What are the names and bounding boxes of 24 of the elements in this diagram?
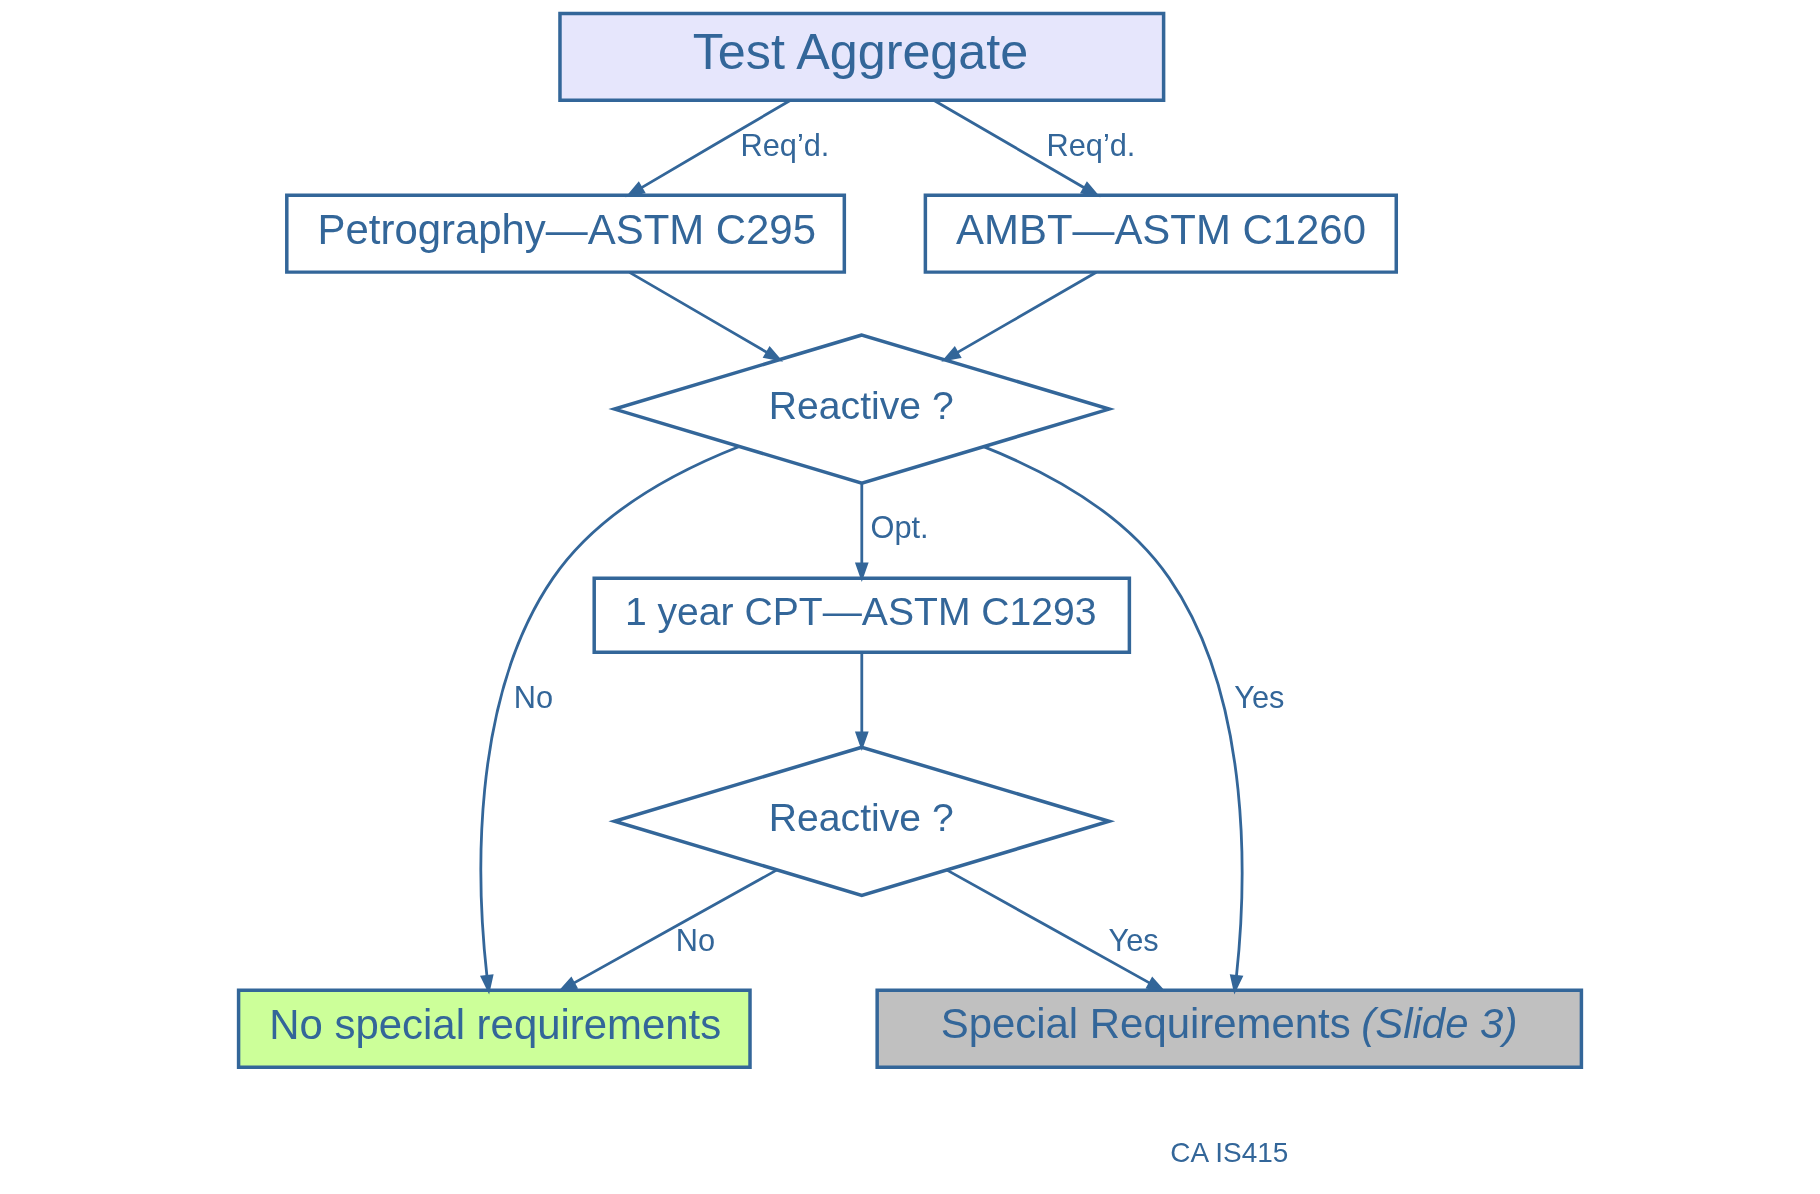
arrow	[854, 652, 869, 752]
arrow	[854, 483, 869, 583]
edge-label: Yes	[1234, 679, 1285, 715]
arrow	[628, 271, 784, 362]
arrow	[933, 99, 1101, 198]
arrow	[941, 271, 1097, 362]
edge-label: Opt.	[870, 510, 929, 546]
node-box: No special requirements	[236, 988, 752, 1069]
arrow	[983, 445, 1244, 995]
label: CA IS415	[1170, 1137, 1289, 1169]
edge-label: Req’d.	[740, 127, 830, 163]
edge-label: Req’d.	[1046, 127, 1136, 163]
node-diamond: Reactive ?	[608, 745, 1116, 898]
edge-label: Yes	[1108, 922, 1159, 958]
node-box: 1 year CPT—ASTM C1293	[592, 576, 1132, 654]
edge-label: No	[513, 679, 554, 715]
node-box: Special Requirements (Slide 3)	[875, 988, 1584, 1069]
arrow	[625, 99, 791, 198]
node-diamond: Reactive ?	[608, 333, 1116, 485]
node-box: AMBT—ASTM C1260	[923, 193, 1398, 274]
edge-label: No	[675, 922, 716, 958]
node-box: Petrography—ASTM C295	[285, 193, 847, 274]
node-box: Test Aggregate	[558, 11, 1166, 102]
arrow	[479, 445, 740, 995]
